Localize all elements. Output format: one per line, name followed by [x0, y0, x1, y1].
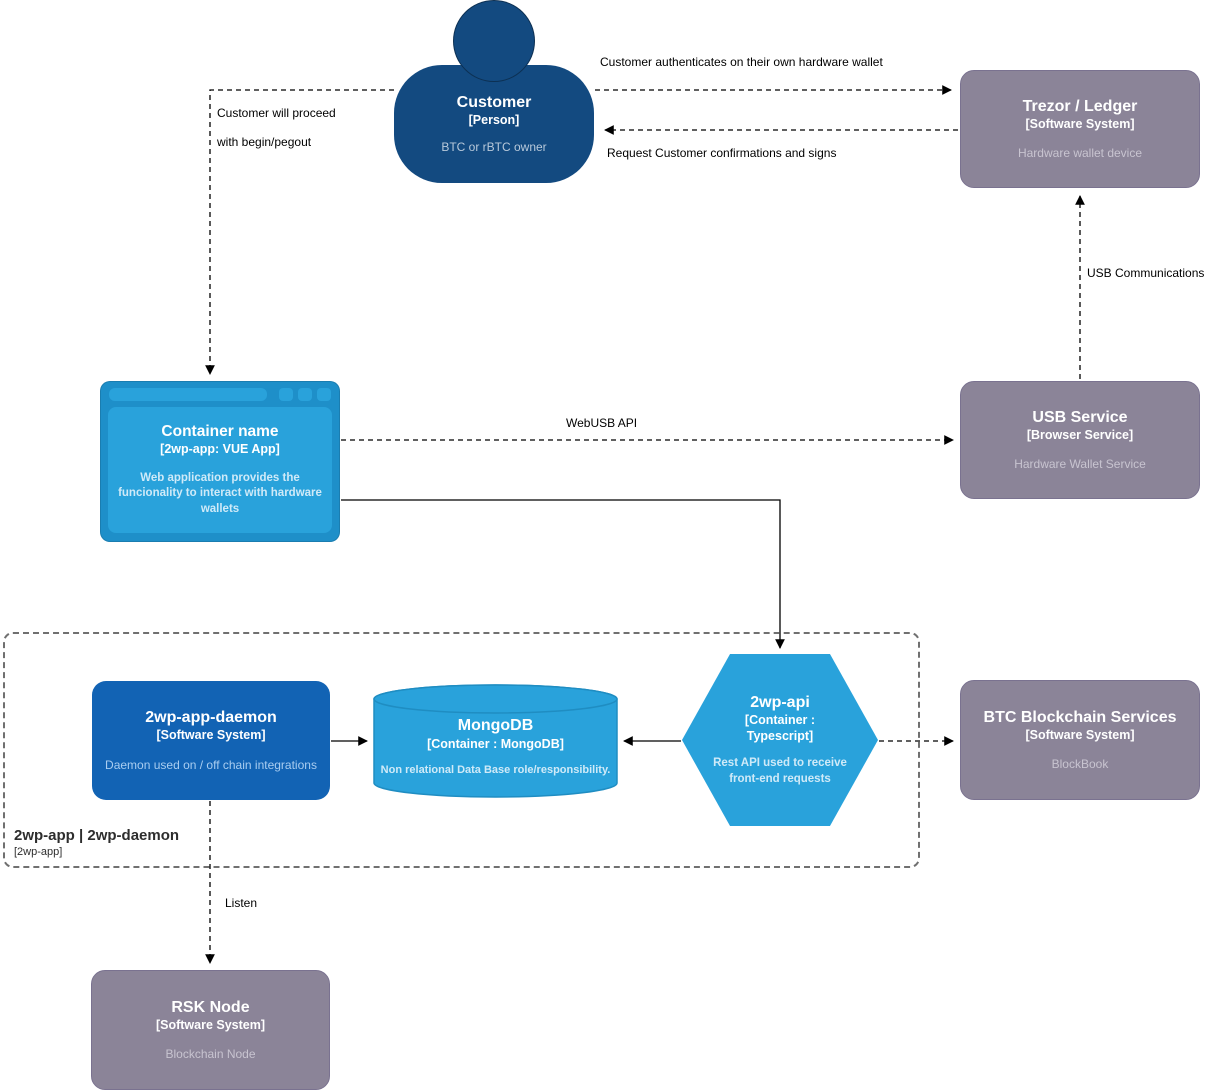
usb-service-description: Hardware Wallet Service — [1014, 457, 1146, 472]
webapp-node[interactable]: Container name [2wp-app: VUE App] Web ap… — [100, 381, 340, 542]
mongodb-title: MongoDB — [457, 717, 534, 735]
daemon-title: 2wp-app-daemon — [145, 709, 277, 727]
trezor-description: Hardware wallet device — [1017, 146, 1143, 161]
trezor-title: Trezor / Ledger — [1022, 97, 1138, 115]
address-bar — [109, 388, 267, 401]
boundary-2wp-app[interactable]: 2wp-app | 2wp-daemon [2wp-app] — [3, 632, 920, 868]
daemon-description: Daemon used on / off chain integrations — [105, 757, 317, 772]
rsk-subtitle: [Software System] — [155, 1017, 266, 1032]
browser-button-icon — [298, 388, 312, 401]
webapp-title: Container name — [161, 422, 279, 440]
edge-label-webusb: WebUSB API — [566, 416, 638, 430]
browser-chrome — [100, 381, 340, 407]
browser-button-icon — [279, 388, 293, 401]
cylinder-shape — [373, 684, 618, 798]
rsk-node[interactable]: RSK Node [Software System] Blockchain No… — [91, 970, 330, 1090]
api-subtitle: [Container : Typescript] — [744, 712, 816, 744]
trezor-subtitle: [Software System] — [1025, 116, 1135, 131]
edge-label-listen: Listen — [225, 896, 258, 910]
btc-services-node[interactable]: BTC Blockchain Services [Software System… — [960, 680, 1200, 800]
webapp-subtitle: [2wp-app: VUE App] — [160, 442, 280, 457]
customer-description: BTC or rBTC owner — [441, 139, 547, 154]
customer-subtitle: [Person] — [468, 113, 520, 128]
edge-webapp-api-line — [341, 499, 785, 649]
rsk-title: RSK Node — [171, 998, 250, 1016]
mongodb-node[interactable]: MongoDB [Container : MongoDB] Non relati… — [373, 684, 618, 798]
btc-title: BTC Blockchain Services — [983, 708, 1177, 726]
usb-service-subtitle: [Browser Service] — [1026, 427, 1134, 442]
btc-description: BlockBook — [1051, 757, 1109, 772]
boundary-title: 2wp-app | 2wp-daemon — [14, 827, 180, 844]
usb-service-node[interactable]: USB Service [Browser Service] Hardware W… — [960, 381, 1200, 499]
mongodb-node-body: MongoDB [Container : MongoDB] Non relati… — [373, 700, 618, 794]
edge-label-customer-auth: Customer authenticates on their own hard… — [600, 55, 883, 69]
mongodb-subtitle: [Container : MongoDB] — [427, 736, 564, 751]
edge-customer-proceed-line — [205, 89, 394, 375]
mongodb-description: Non relational Data Base role/responsibi… — [380, 763, 611, 776]
edge-label-usb-comm: USB Communications — [1087, 266, 1205, 280]
trezor-ledger-node[interactable]: Trezor / Ledger [Software System] Hardwa… — [960, 70, 1200, 188]
daemon-subtitle: [Software System] — [156, 728, 266, 743]
customer-title: Customer — [456, 94, 532, 112]
boundary-subtitle: [2wp-app] — [14, 846, 63, 858]
browser-button-icon — [317, 388, 331, 401]
rsk-description: Blockchain Node — [165, 1047, 256, 1062]
daemon-node[interactable]: 2wp-app-daemon [Software System] Daemon … — [92, 681, 330, 800]
edge-label-request-confirm: Request Customer confirmations and signs — [607, 146, 837, 160]
edge-label-proceed-line2: with begin/pegout — [217, 135, 312, 149]
webapp-description: Web application provides the funcionalit… — [118, 471, 322, 515]
webapp-node-body: Container name [2wp-app: VUE App] Web ap… — [108, 407, 332, 533]
customer-node[interactable]: Customer [Person] BTC or rBTC owner — [394, 65, 594, 183]
customer-person-head[interactable] — [453, 0, 535, 82]
api-node[interactable]: 2wp-api [Container : Typescript] Rest AP… — [682, 654, 878, 826]
edge-label-proceed-line1: Customer will proceed — [217, 106, 336, 120]
usb-service-title: USB Service — [1032, 408, 1128, 426]
api-title: 2wp-api — [750, 693, 810, 711]
btc-subtitle: [Software System] — [1025, 727, 1135, 742]
boundary-label: 2wp-app | 2wp-daemon [2wp-app] — [14, 827, 179, 858]
api-description: Rest API used to receive front-end reque… — [713, 757, 847, 785]
